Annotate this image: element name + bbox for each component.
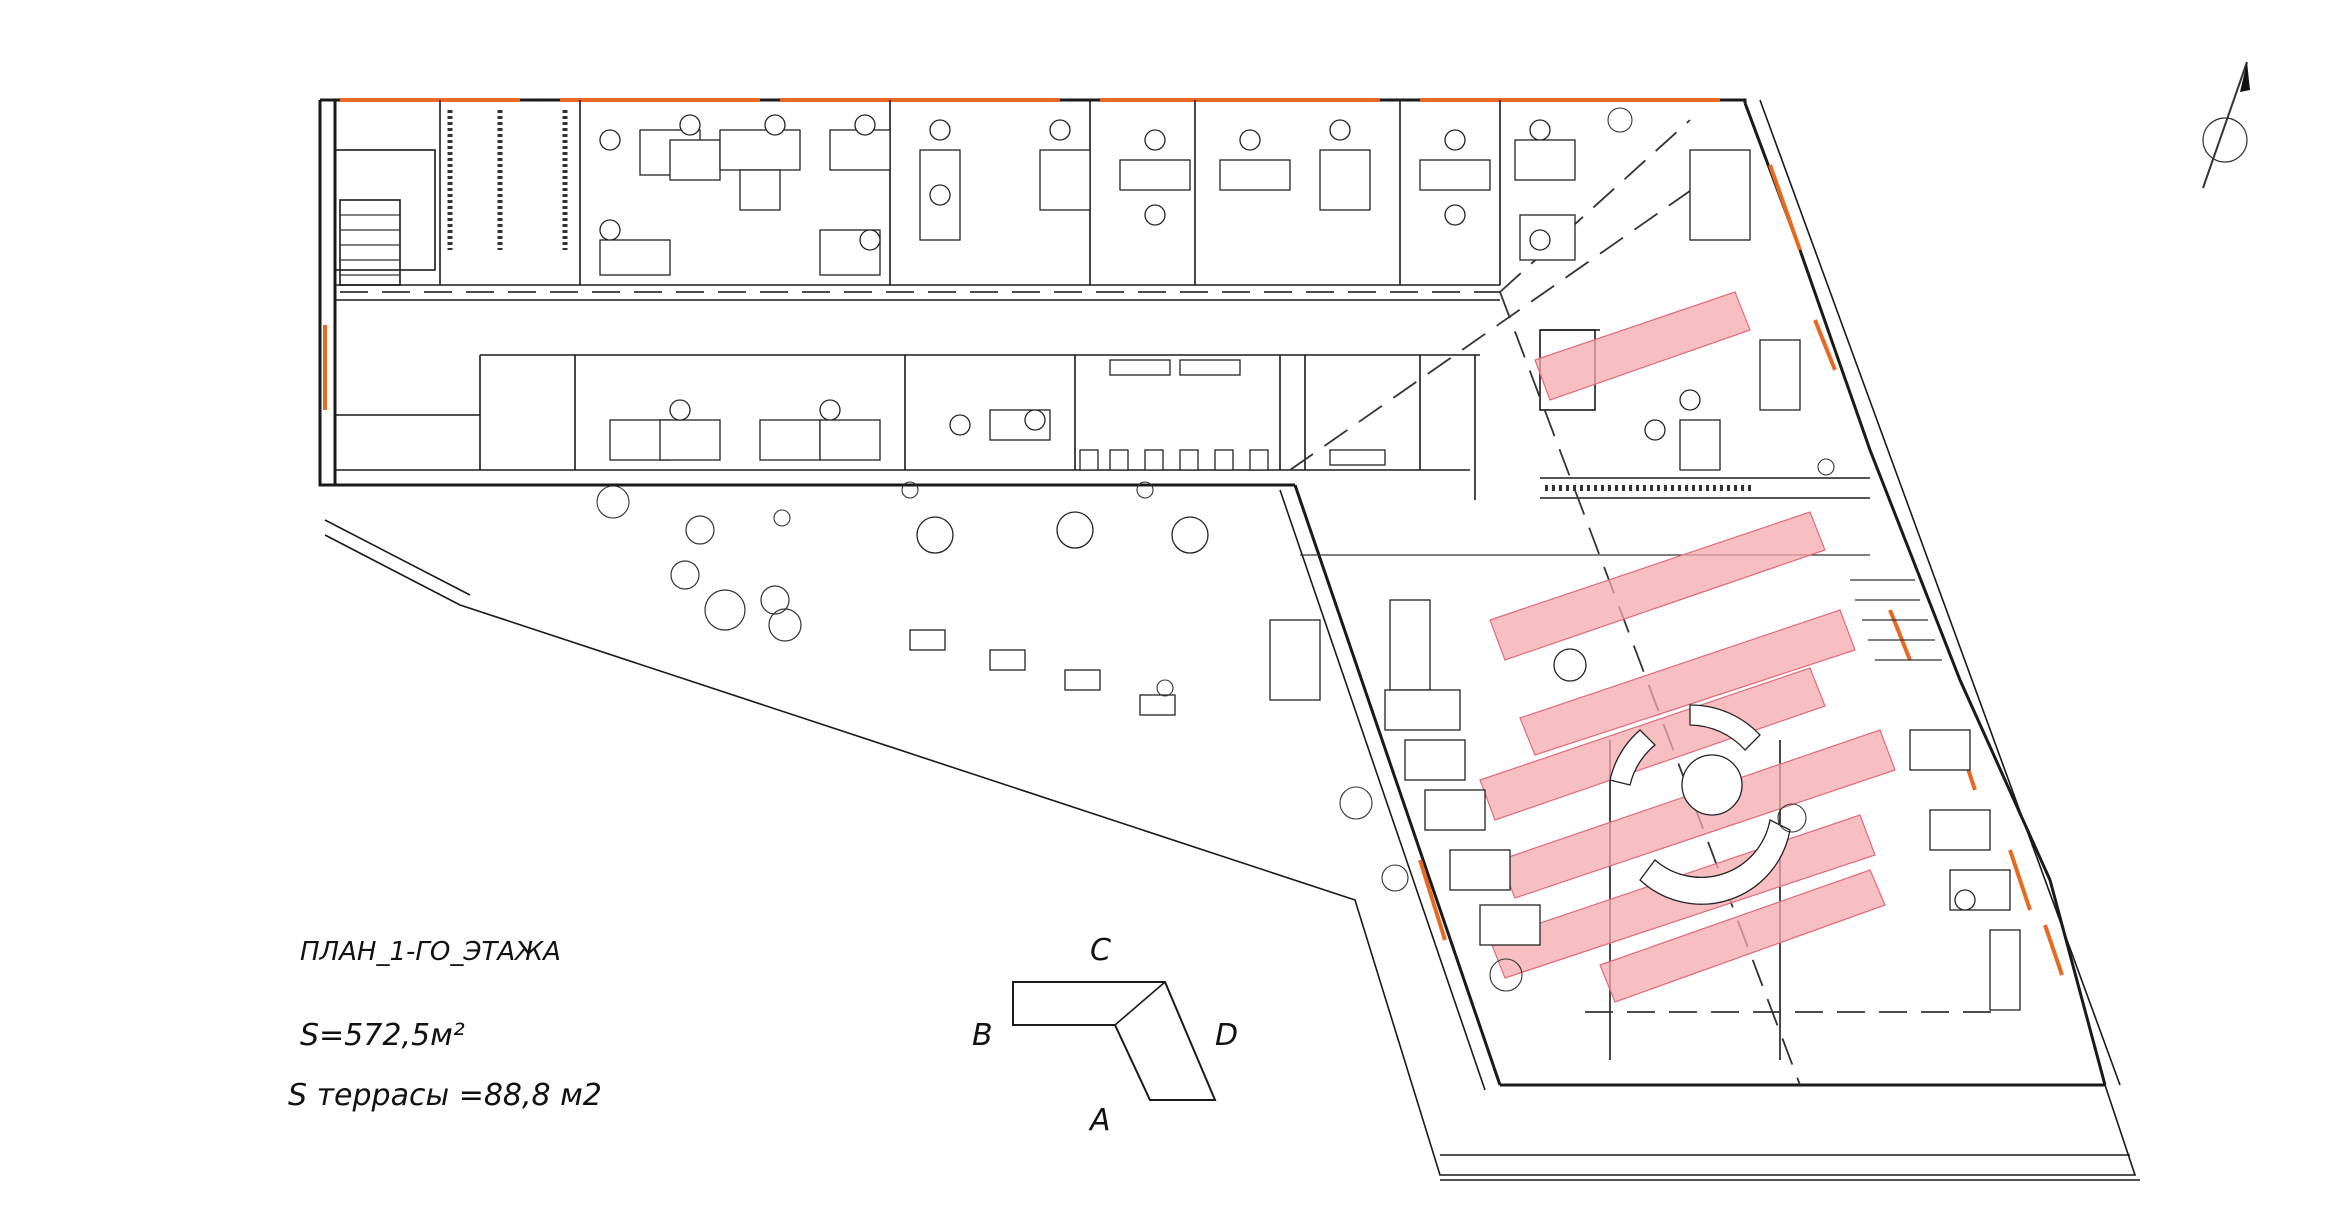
key-label-bottom: A: [1088, 1103, 1111, 1138]
key-label-left: B: [972, 1018, 993, 1053]
highlight-zones: [1479, 291, 1896, 1003]
plants: [596, 107, 1835, 992]
office-furniture: [599, 114, 1801, 471]
lounge-furniture: [1269, 599, 2021, 1011]
key-label-right: D: [1215, 1018, 1238, 1053]
interior-walls: [334, 100, 1870, 1060]
area-main-label: S=572,5м²: [300, 1018, 465, 1053]
terrace-tables: [670, 511, 1209, 716]
windows: [323, 98, 2064, 976]
restroom-fixtures: [1079, 359, 1386, 471]
staircase: [339, 199, 1942, 661]
key-plan: [1012, 981, 1217, 1101]
key-label-top: C: [1090, 933, 1111, 968]
wardrobes: [447, 110, 1755, 491]
plan-title: ПЛАН_1-ГО_ЭТАЖА: [300, 937, 561, 967]
north-arrow-icon: [2202, 61, 2250, 189]
outer-walls: [318, 98, 2140, 1181]
area-terrace-label: S террасы =88,8 м2: [288, 1078, 602, 1113]
